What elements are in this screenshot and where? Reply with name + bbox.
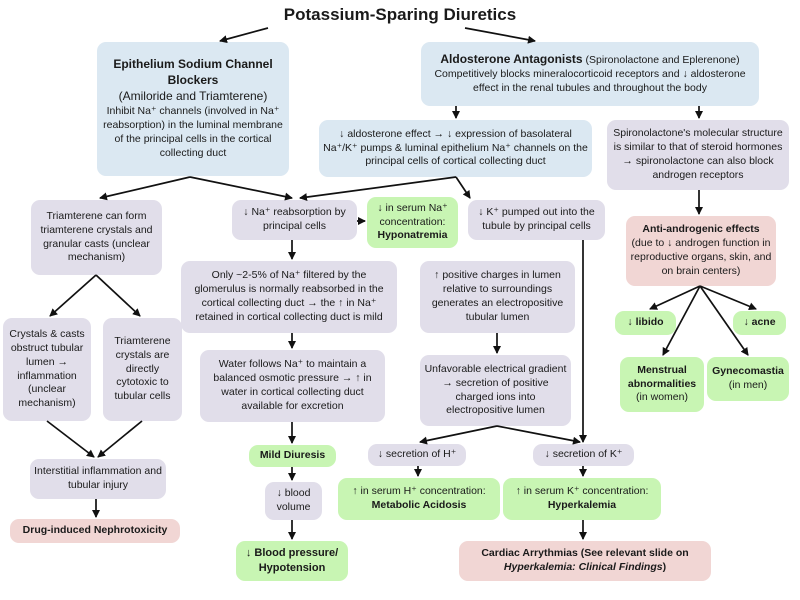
cardiac-line1: Cardiac Arrythmias (See relevant slide o… — [481, 547, 689, 560]
serum-k-line: ↑ in serum K⁺ concentration: — [515, 485, 649, 498]
arrow-triam-cytotoxic — [95, 274, 141, 317]
na-reabsorption-box: ↓ Na⁺ reabsorption by principal cells — [232, 200, 357, 240]
blood-pressure-box: ↓ Blood pressure/ Hypotension — [236, 541, 348, 581]
menstrual-heading: Menstrual abnormalities — [627, 363, 697, 390]
positive-charges-box: ↑ positive charges in lumen relative to … — [420, 261, 575, 333]
arrow-unfav-h — [419, 425, 498, 445]
spironolactone-structure-box: Spironolactone's molecular structure is … — [607, 120, 789, 190]
serum-h-line: ↑ in serum H⁺ concentration: — [352, 485, 486, 498]
hyperkalemia-label: Hyperkalemia — [547, 499, 617, 511]
arrow-effect-k — [455, 176, 471, 199]
only-percent-box: Only ~2-5% of Na⁺ filtered by the glomer… — [181, 261, 397, 333]
aldo-desc: Competitively blocks mineralocorticoid r… — [434, 68, 746, 94]
aldosterone-antagonists-box: Aldosterone Antagonists (Spironolactone … — [421, 42, 759, 106]
arrow-andro-menstrual — [662, 285, 701, 356]
gynecomastia-heading: Gynecomastia — [712, 365, 784, 378]
arrow-effect-na — [299, 176, 457, 202]
k-pumped-box: ↓ K⁺ pumped out into the tubule by princ… — [468, 200, 605, 240]
unfavorable-gradient-box: Unfavorable electrical gradient → secret… — [420, 355, 571, 426]
aldosterone-effect-box: ↓ aldosterone effect → ↓ expression of b… — [319, 120, 592, 177]
metabolic-acidosis-box: ↑ in serum H⁺ concentration: Metabolic A… — [338, 478, 500, 520]
secretion-h-box: ↓ secretion of H⁺ — [368, 444, 466, 466]
triamterene-crystals-box: Triamterene can form triamterene crystal… — [31, 200, 162, 275]
menstrual-box: Menstrual abnormalities (in women) — [620, 357, 704, 412]
acne-box: ↓ acne — [733, 311, 786, 335]
crystals-cytotoxic-box: Triamterene crystals are directly cytoto… — [103, 318, 182, 421]
anti-androgenic-heading: Anti-androgenic effects — [642, 223, 760, 236]
arrow-andro-gyneco — [699, 285, 749, 356]
arrow-cytotoxic-interstitial — [97, 420, 143, 458]
hyponatremia-label: Hyponatremia — [377, 229, 448, 242]
cardiac-close: ) — [662, 561, 667, 573]
anti-androgenic-box: Anti-androgenic effects (due to ↓ androg… — [626, 216, 776, 286]
libido-box: ↓ libido — [615, 311, 676, 335]
arrow-title-aldo — [464, 27, 536, 44]
metabolic-acidosis-label: Metabolic Acidosis — [371, 499, 467, 511]
anti-androgenic-desc: (due to ↓ androgen function in reproduct… — [630, 237, 772, 277]
secretion-k-box: ↓ secretion of K⁺ — [533, 444, 634, 466]
hyponatremia-box: ↓ in serum Na⁺ concentration: Hyponatrem… — [367, 197, 458, 248]
blood-volume-box: ↓ blood volume — [265, 482, 322, 520]
menstrual-sub: (in women) — [636, 391, 688, 404]
diagram-title: Potassium-Sparing Diuretics — [283, 5, 517, 24]
enac-blockers-box: Epithelium Sodium Channel Blockers (Amil… — [97, 42, 289, 176]
interstitial-inflammation-box: Interstitial inflammation and tubular in… — [30, 459, 166, 499]
nephrotoxicity-box: Drug-induced Nephrotoxicity — [10, 519, 180, 543]
arrow-obstruct-interstitial — [46, 420, 95, 458]
water-follows-box: Water follows Na⁺ to maintain a balanced… — [200, 350, 385, 422]
arrow-unfav-k — [496, 425, 581, 445]
enac-drugs: (Amiloride and Triamterene) — [118, 89, 268, 104]
hyperkalemia-box: ↑ in serum K⁺ concentration: Hyperkalemi… — [503, 478, 661, 520]
gynecomastia-sub: (in men) — [728, 379, 768, 391]
arrow-andro-acne — [699, 285, 757, 311]
gynecomastia-box: Gynecomastia (in men) — [707, 357, 789, 401]
arrow-triam-obstruct — [49, 274, 97, 317]
crystals-obstruct-box: Crystals & casts obstruct tubular lumen … — [3, 318, 91, 421]
enac-heading: Epithelium Sodium Channel Blockers — [113, 57, 273, 88]
arrow-enac-triam — [99, 176, 191, 201]
serum-na-line: ↓ in serum Na⁺ concentration: — [377, 201, 448, 228]
aldo-heading: Aldosterone Antagonists — [440, 52, 583, 67]
cardiac-arrhythmias-box: Cardiac Arrythmias (See relevant slide o… — [459, 541, 711, 581]
enac-desc: Inhibit Na⁺ channels (involved in Na⁺ re… — [103, 105, 283, 159]
arrow-enac-na — [189, 176, 293, 201]
arrow-andro-libido — [649, 285, 701, 310]
arrow-title-enac — [219, 27, 269, 44]
aldo-drugs: (Spironolactone and Eplerenone) — [582, 54, 740, 67]
mild-diuresis-box: Mild Diuresis — [249, 445, 336, 467]
cardiac-italic: Hyperkalemia: Clinical Findings — [503, 561, 663, 573]
